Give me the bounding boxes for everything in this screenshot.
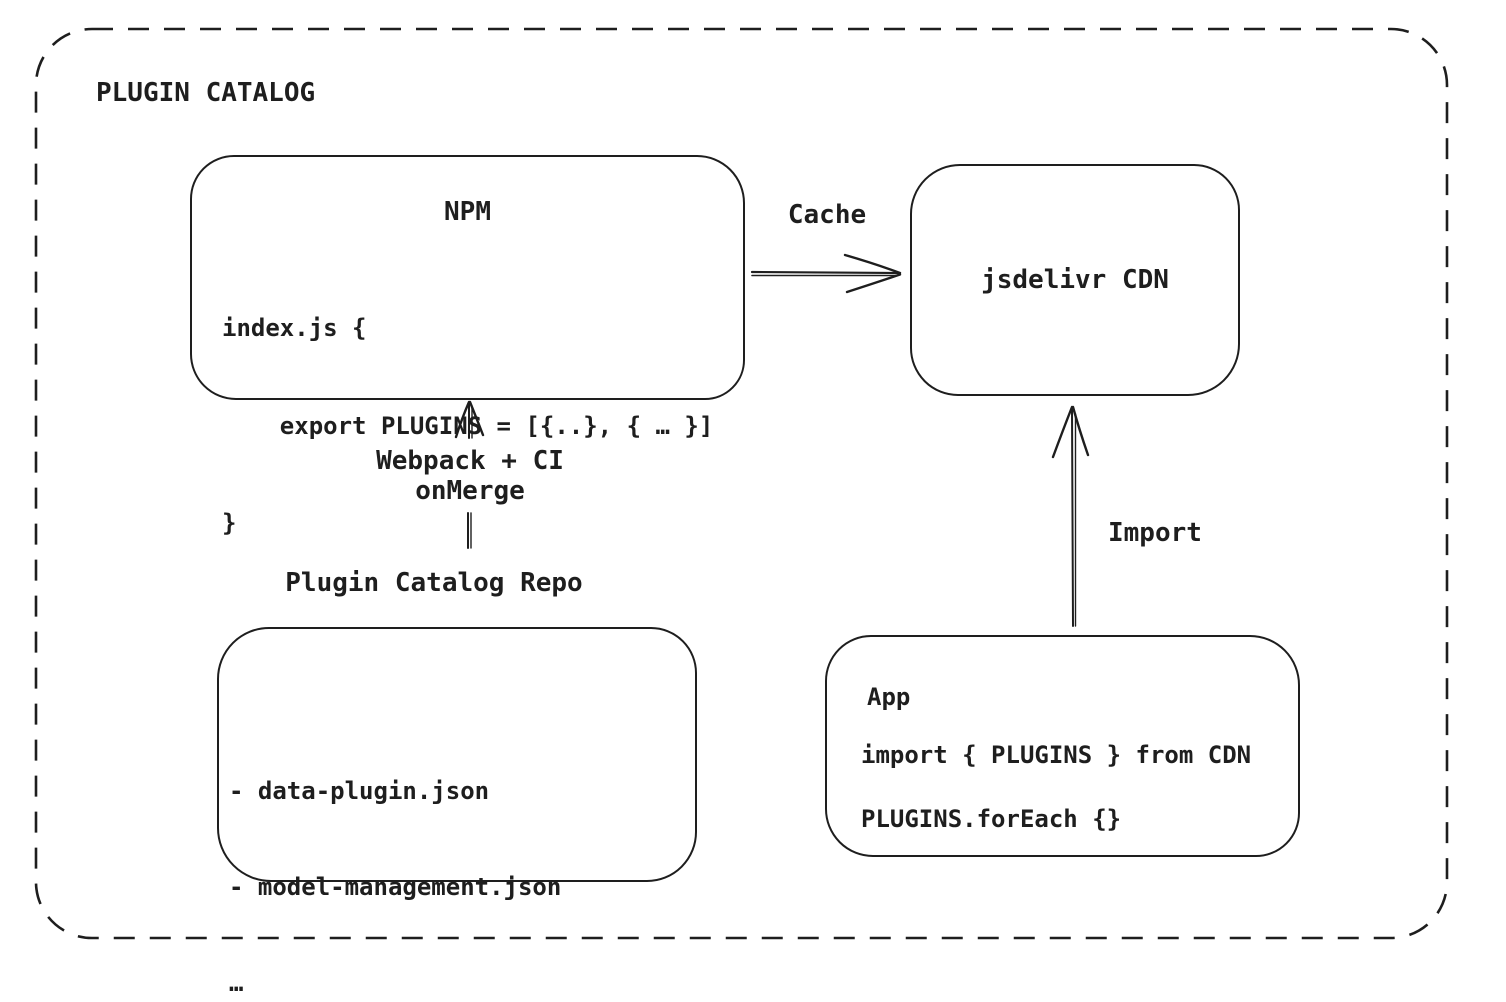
import-arrow-label: Import xyxy=(1108,518,1202,548)
app-code-line: import { PLUGINS } from CDN xyxy=(861,741,1252,769)
arrow-import[interactable] xyxy=(1045,400,1101,630)
repo-file-item: … xyxy=(229,969,244,997)
npm-code-line: } xyxy=(222,509,237,537)
npm-code: index.js { export PLUGINS = [{..}, { … }… xyxy=(222,247,713,605)
repo-file-list: - data-plugin.json - model-management.js… xyxy=(229,711,561,1002)
cache-arrow-label: Cache xyxy=(787,200,867,230)
frame-title: PLUGIN CATALOG xyxy=(96,78,316,108)
cdn-label: jsdelivr CDN xyxy=(981,265,1169,295)
arrow-webpack-ci[interactable] xyxy=(445,398,495,553)
repo-node-label: Plugin Catalog Repo xyxy=(285,568,583,598)
app-title: App xyxy=(867,683,911,711)
node-npm[interactable]: NPM index.js { export PLUGINS = [{..}, {… xyxy=(190,155,745,537)
app-code-line: PLUGINS.forEach {} xyxy=(861,805,1122,833)
npm-code-line: index.js { xyxy=(222,314,367,342)
node-plugin-catalog-repo[interactable]: - data-plugin.json - model-management.js… xyxy=(217,627,697,997)
repo-file-item: - model-management.json xyxy=(229,873,562,901)
npm-title: NPM xyxy=(444,197,491,227)
webpack-arrow-label-line1: Webpack + CI xyxy=(376,446,564,476)
npm-code-line: export PLUGINS = [{..}, { … }] xyxy=(222,411,714,440)
webpack-arrow-label-line2: onMerge xyxy=(415,476,525,506)
arrow-cache[interactable] xyxy=(748,238,908,300)
node-jsdelivr-cdn[interactable]: jsdelivr CDN xyxy=(910,164,1240,396)
repo-file-item: - data-plugin.json xyxy=(229,777,490,805)
node-app[interactable]: App import { PLUGINS } from CDN PLUGINS.… xyxy=(825,635,1300,857)
